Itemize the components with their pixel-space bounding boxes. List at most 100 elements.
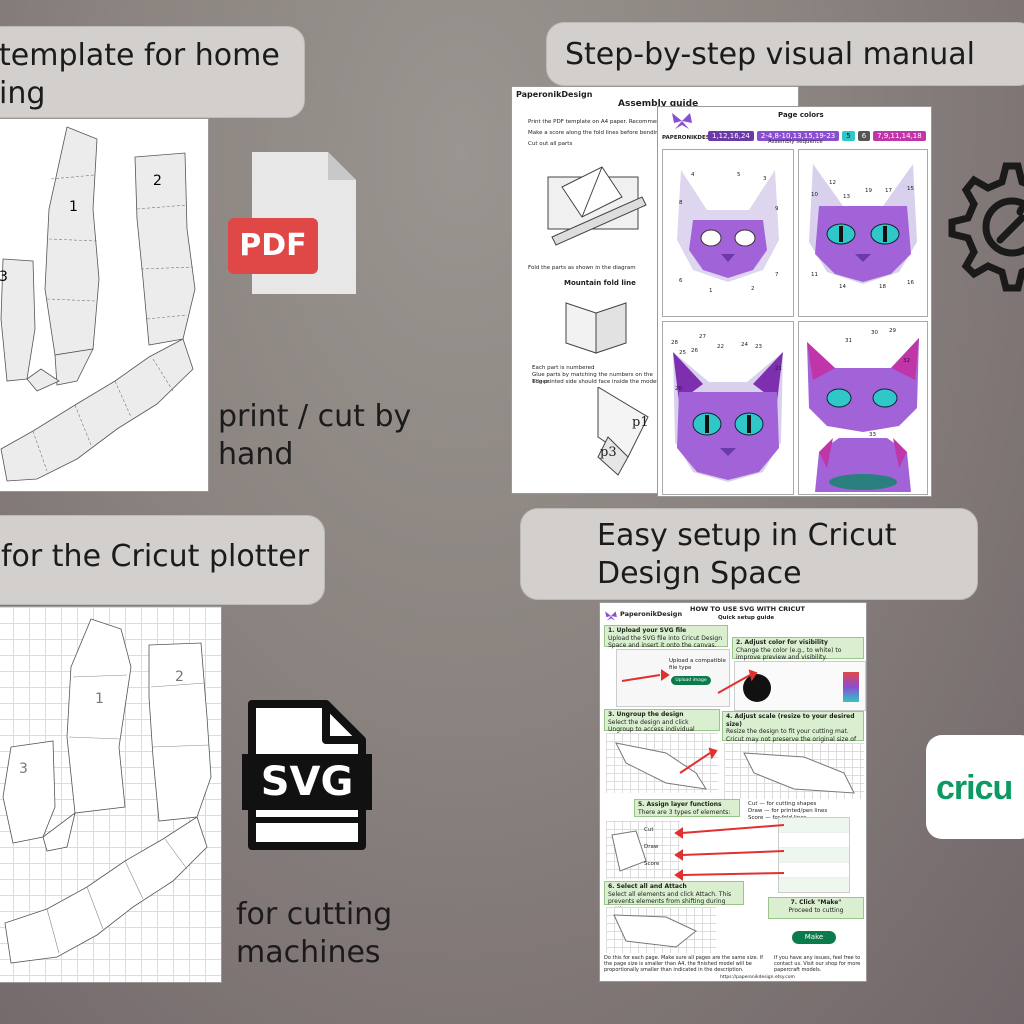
assembly-step-1: Print the PDF template on A4 paper. Reco… <box>528 119 676 125</box>
panel3-num-27: 27 <box>699 334 706 340</box>
panel3-num-26: 26 <box>691 348 698 354</box>
layers-canvas <box>606 821 680 879</box>
step-5-box: 5. Assign layer functions There are 3 ty… <box>634 799 740 817</box>
panel1-num-7: 7 <box>775 272 779 278</box>
panel2-num-18: 18 <box>879 284 886 290</box>
panel3-num-28: 28 <box>671 340 678 346</box>
cricut-guide-logo-icon <box>604 607 618 621</box>
color-preview-panel <box>734 661 866 711</box>
pdf-pattern-sheet: 1 2 3 <box>0 118 209 492</box>
color-chip-1: 1,12,16,24 <box>708 131 754 141</box>
fold-step: Fold the parts as shown in the diagram <box>528 265 636 271</box>
color-chip-4: 6 <box>857 131 871 141</box>
butterfly-logo-icon <box>670 111 694 131</box>
label-p3: p3 <box>600 445 617 460</box>
footer-contact: If you have any issues, feel free to con… <box>774 955 861 973</box>
panel2-num-14: 14 <box>839 284 846 290</box>
layer-score[interactable]: Score <box>644 861 660 867</box>
layer-cut[interactable]: Cut <box>644 827 654 833</box>
panel4-num-30: 30 <box>871 330 878 336</box>
panel2-num-17: 17 <box>885 188 892 194</box>
pdf-part-number-2: 2 <box>153 173 162 189</box>
panel1-num-3: 3 <box>763 176 767 182</box>
red-arrows <box>621 669 785 881</box>
panel3-num-25: 25 <box>679 350 686 356</box>
page-colors-title: Page colors <box>778 111 824 119</box>
svg-part-number-3: 3 <box>19 761 28 777</box>
assembly-step-3: Cut out all parts <box>528 141 573 147</box>
panel1-num-6: 6 <box>679 278 683 284</box>
panel4-num-32: 32 <box>903 358 910 364</box>
layer-draw[interactable]: Draw <box>644 844 659 850</box>
layer-types: Cut — for cutting shapes Draw — for prin… <box>748 801 828 821</box>
step-7-box: 7. Click "Make" Proceed to cutting <box>768 897 864 919</box>
panel1-num-2: 2 <box>751 286 755 292</box>
cricut-logo-text: cricu <box>936 769 1013 807</box>
numbered-parts-2: Glue parts by matching the numbers on th… <box>532 372 653 385</box>
panel3-num-22: 22 <box>717 344 724 350</box>
panel2-num-19: 19 <box>865 188 872 194</box>
assembly-guide-title: Assembly guide <box>618 99 699 109</box>
cricut-guide-sheet: PaperonikDesign HOW TO USE SVG WITH CRIC… <box>599 602 867 982</box>
svg-part-number-1: 1 <box>95 691 104 707</box>
layer-function-list: Cut Draw Score <box>644 827 680 868</box>
numbered-parts-3: The printed side should face inside the … <box>532 379 660 385</box>
panel2-num-15: 15 <box>907 186 914 192</box>
panel4-num-29: 29 <box>889 328 896 334</box>
cricut-logo: cricu <box>926 735 1024 839</box>
sequence-panel-2: 12 10 13 19 17 15 11 14 18 16 <box>798 149 928 317</box>
panel3-num-23: 23 <box>755 344 762 350</box>
heading-cricut-setup: Easy setup in Cricut Design Space <box>520 508 978 600</box>
label-p1: p1 <box>632 415 649 430</box>
sequence-panel-3: 28 27 25 26 22 24 23 21 20 <box>662 321 794 495</box>
caption-pdf: print / cut by hand <box>218 399 412 472</box>
step-6-box: 6. Select all and Attach Select all elem… <box>604 881 744 913</box>
panel2-num-11: 11 <box>811 272 818 278</box>
svg-file-icon: SVG <box>242 700 372 850</box>
step-2-box: 2. Adjust color for visibility Change th… <box>732 637 864 661</box>
assembly-guide-brand: PaperonikDesign <box>516 90 593 99</box>
panel2-num-10: 10 <box>811 192 818 198</box>
color-chip-5: 7,9,11,14,18 <box>873 131 926 141</box>
ungroup-canvas <box>606 733 718 793</box>
upload-image-button[interactable]: Upload image <box>671 676 711 685</box>
pdf-part-number-3: 3 <box>0 269 8 285</box>
heading-cricut-plotter: for the Cricut plotter <box>0 515 325 605</box>
attach-canvas <box>606 907 716 953</box>
step-1-box: 1. Upload your SVG file Upload the SVG f… <box>604 625 728 649</box>
caption-svg: for cutting machines <box>236 897 393 970</box>
panel4-num-33: 33 <box>869 432 876 438</box>
pdf-part-number-1: 1 <box>69 199 78 215</box>
numbered-parts-1: Each part is numbered <box>532 365 595 371</box>
svg-pattern-drawing: 1 2 3 <box>2 618 212 964</box>
page-colors-brand: PAPERONIKDESIGN <box>662 135 721 141</box>
svg-pattern-sheet: 1 2 3 <box>0 606 222 983</box>
layers-panel <box>778 817 850 893</box>
heading-visual-manual: Step-by-step visual manual <box>546 22 1024 86</box>
make-button[interactable]: Make <box>792 931 836 944</box>
panel1-num-1: 1 <box>709 288 713 294</box>
cricut-guide-title: HOW TO USE SVG WITH CRICUT <box>690 605 805 613</box>
scale-canvas <box>724 743 864 799</box>
cricut-guide-subtitle: Quick setup guide <box>718 615 775 621</box>
panel1-num-5: 5 <box>737 172 741 178</box>
svg-label: SVG <box>260 759 354 805</box>
cricut-guide-brand: PaperonikDesign <box>620 610 683 618</box>
gear-wrench-icon <box>946 160 1024 292</box>
sequence-panel-1: 4 5 3 8 9 6 1 2 7 <box>662 149 794 317</box>
assembly-sequence-title: Assembly sequence <box>768 139 823 145</box>
panel4-num-31: 31 <box>845 338 852 344</box>
footer-url[interactable]: https://paperonikdesign.etsy.com <box>720 975 795 980</box>
footer-instructions: Do this for each page. Make sure all pag… <box>604 955 764 973</box>
panel1-num-9: 9 <box>775 206 779 212</box>
svg-part-number-2: 2 <box>175 669 184 685</box>
panel2-num-16: 16 <box>907 280 914 286</box>
panel2-num-12: 12 <box>829 180 836 186</box>
heading-pdf-template: template for home ing <box>0 26 305 118</box>
color-chip-2: 2-4,8-10,13,15,19-23 <box>756 131 840 141</box>
panel3-num-24: 24 <box>741 342 748 348</box>
panel1-num-4: 4 <box>691 172 695 178</box>
fold-title: Mountain fold line <box>564 279 636 287</box>
